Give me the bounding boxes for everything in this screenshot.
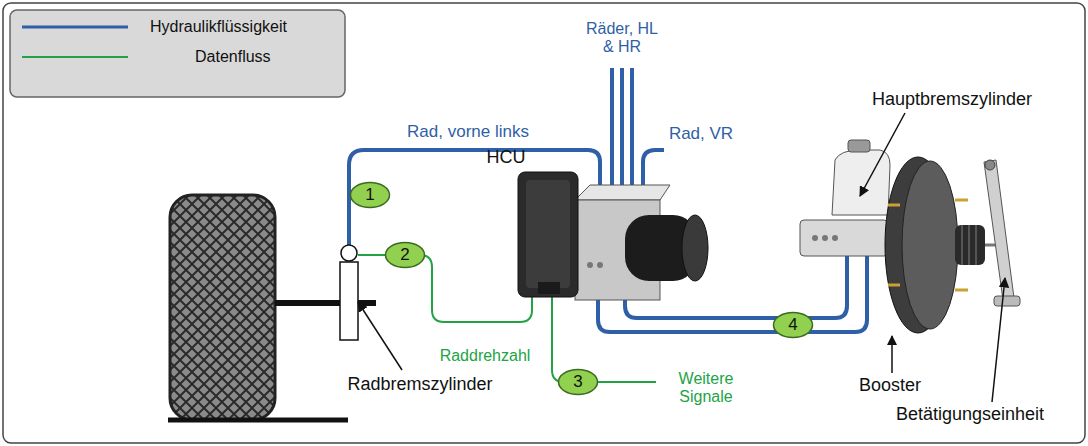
legend-text: Hydraulikflüssigkeit bbox=[150, 18, 287, 36]
part-label: Betätigungseinheit bbox=[896, 405, 1044, 425]
brake-pedal bbox=[984, 160, 1020, 306]
bleed-nipple bbox=[341, 245, 357, 261]
tire bbox=[170, 195, 275, 420]
part-label: Rad, vorne links bbox=[407, 123, 529, 142]
callout-number: 4 bbox=[772, 311, 814, 339]
legend-box bbox=[10, 10, 345, 97]
callout-number: 2 bbox=[384, 241, 426, 269]
callout-number: 1 bbox=[349, 181, 391, 209]
callout-text: 4 bbox=[772, 311, 814, 339]
part-label: Räder, HL & HR bbox=[582, 20, 662, 55]
part-label: Rad, VR bbox=[669, 125, 733, 144]
hydraulic-lines bbox=[349, 68, 867, 332]
callout-text: 1 bbox=[349, 181, 391, 209]
legend-text: Datenfluss bbox=[195, 48, 271, 66]
leader-lines bbox=[358, 113, 1005, 402]
part-label: Raddrehzahl bbox=[440, 347, 531, 365]
part-label: Booster bbox=[859, 376, 921, 396]
part-label: HCU bbox=[487, 148, 526, 168]
hcu bbox=[518, 172, 708, 300]
part-label: Weitere Signale bbox=[661, 370, 751, 405]
legend-line-data bbox=[22, 56, 128, 58]
part-label: Radbremszylinder bbox=[347, 375, 492, 395]
wheel-brake-cylinder bbox=[340, 262, 358, 340]
booster bbox=[885, 157, 1002, 333]
callout-text: 3 bbox=[557, 368, 599, 396]
ground bbox=[168, 418, 348, 423]
legend-line-hydraulic bbox=[22, 26, 128, 29]
callout-number: 3 bbox=[557, 368, 599, 396]
master-cylinder bbox=[800, 140, 890, 256]
callout-text: 2 bbox=[384, 241, 426, 269]
part-label: Hauptbremszylinder bbox=[872, 90, 1032, 110]
frame bbox=[3, 3, 1085, 443]
